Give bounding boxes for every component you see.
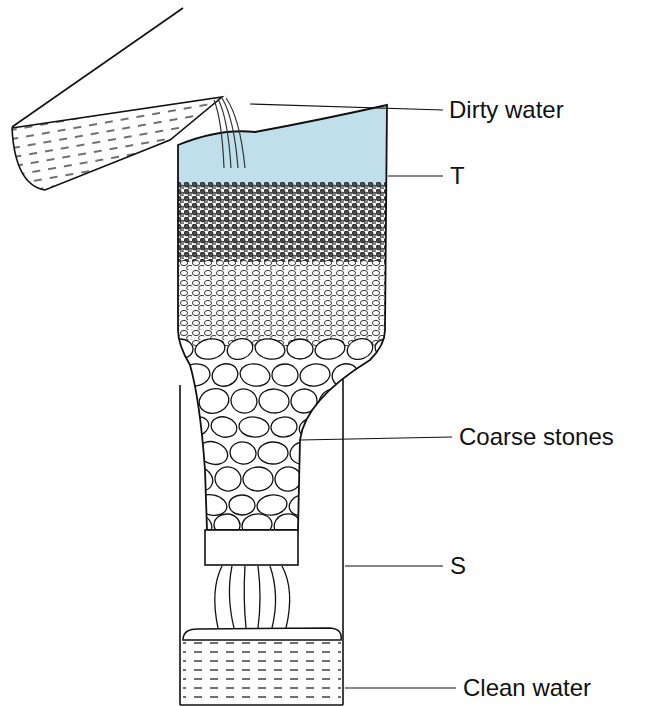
stone xyxy=(180,463,216,495)
stone xyxy=(229,440,258,465)
stone xyxy=(238,416,270,439)
dirty-water-layer xyxy=(170,100,400,188)
stone xyxy=(361,512,393,537)
stone xyxy=(358,416,390,439)
stone xyxy=(224,335,255,363)
stone xyxy=(313,337,346,362)
stone xyxy=(193,337,226,362)
stone xyxy=(270,416,298,438)
container-label: S xyxy=(450,552,466,580)
bottle-cap xyxy=(205,530,298,565)
stone xyxy=(348,386,379,416)
stone xyxy=(378,441,409,464)
filter-bottle xyxy=(167,100,410,565)
stone xyxy=(315,492,349,518)
stone xyxy=(329,414,359,440)
stone xyxy=(333,513,360,536)
charcoal-sand-layer xyxy=(170,182,400,262)
coarse-stones-label: Coarse stones xyxy=(459,423,614,451)
stone xyxy=(376,493,408,517)
stone xyxy=(167,491,198,518)
stone xyxy=(168,440,198,467)
stone xyxy=(288,440,318,467)
clean-water-label: Clean water xyxy=(463,674,591,702)
gravel-layer xyxy=(170,260,400,350)
stone xyxy=(316,385,351,416)
stone xyxy=(170,388,198,415)
stone xyxy=(229,495,256,516)
stone xyxy=(238,361,272,388)
stone xyxy=(297,413,331,440)
stone xyxy=(209,414,239,440)
stone xyxy=(196,385,231,416)
filtered-stream xyxy=(215,566,290,628)
stone xyxy=(315,438,350,468)
stone xyxy=(258,441,289,464)
stone xyxy=(272,364,298,386)
stone xyxy=(358,361,392,388)
stone xyxy=(209,360,241,389)
stone xyxy=(290,388,318,415)
stone xyxy=(177,413,211,440)
stone xyxy=(349,495,376,516)
stone xyxy=(300,463,336,495)
stone xyxy=(195,438,230,468)
stone xyxy=(300,511,334,539)
clean-water xyxy=(183,640,341,703)
stone xyxy=(258,388,290,414)
dirty-water-label: Dirty water xyxy=(449,96,564,124)
pouring-beaker xyxy=(0,8,245,200)
stone xyxy=(349,440,378,465)
filter-label: T xyxy=(450,162,465,190)
stone xyxy=(213,465,242,493)
stone xyxy=(253,337,286,362)
stone xyxy=(243,467,273,492)
stone xyxy=(256,493,288,517)
stone xyxy=(228,386,259,416)
stone xyxy=(378,388,410,414)
stone xyxy=(298,362,331,388)
stone xyxy=(333,465,362,493)
stone xyxy=(287,339,313,359)
leader-lines xyxy=(250,104,456,688)
stone xyxy=(363,467,393,492)
